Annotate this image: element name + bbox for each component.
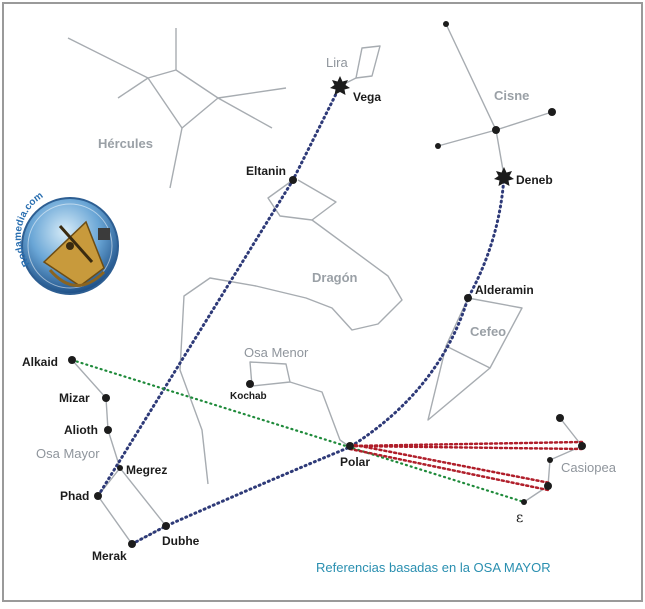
hercules-lines-5	[217, 97, 273, 129]
label-dragon: Dragón	[312, 270, 358, 285]
cefeo-lines-2	[427, 345, 491, 421]
label-vega: Vega	[353, 90, 381, 104]
star-dot	[578, 442, 586, 450]
label-osa-menor: Osa Menor	[244, 345, 309, 360]
bright-stars	[330, 76, 514, 186]
star-dot	[492, 126, 500, 134]
star-dot	[435, 143, 441, 149]
label-merak: Merak	[92, 549, 127, 563]
label-hercules: Hércules	[98, 136, 153, 151]
label-dubhe: Dubhe	[162, 534, 200, 548]
constellation-lines	[67, 23, 583, 545]
alkaid-pointer-line	[70, 358, 526, 504]
label-casiopea: Casiopea	[561, 460, 617, 475]
hercules-lines-6	[169, 127, 183, 189]
star-dot-merak	[128, 540, 136, 548]
osa-mayor-lines	[71, 359, 167, 545]
label-phad: Phad	[60, 489, 89, 503]
star-dot-mizar	[102, 394, 110, 402]
osa-menor-lines-2	[289, 381, 351, 448]
label-lira: Lira	[326, 55, 348, 70]
label-cisne: Cisne	[494, 88, 529, 103]
hercules-lines-4	[217, 87, 287, 99]
star-dots	[68, 21, 586, 548]
dragon-lines	[267, 179, 337, 221]
deneb-star-icon	[494, 167, 514, 186]
label-megrez: Megrez	[126, 463, 167, 477]
label-mizar: Mizar	[59, 391, 90, 405]
hercules-lines-7	[117, 77, 149, 99]
star-dot-phad	[94, 492, 102, 500]
casiopea-pointer-line-1	[348, 440, 584, 448]
diagram-caption: Referencias basadas en la OSA MAYOR	[316, 560, 551, 575]
label-alderamin: Alderamin	[475, 283, 534, 297]
label-epsilon: ε	[516, 510, 523, 526]
star-dot-alderamin	[464, 294, 472, 302]
polar-pointer-line	[130, 174, 506, 546]
star-dot-eltanin	[289, 176, 297, 184]
star-dot-kochab	[246, 380, 254, 388]
label-deneb: Deneb	[516, 173, 553, 187]
star-dot	[556, 414, 564, 422]
label-polar: Polar	[340, 455, 370, 469]
star-dot	[548, 108, 556, 116]
star-dot-megrez	[117, 465, 123, 471]
diagram-frame	[2, 2, 643, 602]
label-alioth: Alioth	[64, 423, 98, 437]
star-dot-dubhe	[162, 522, 170, 530]
star-dot-alioth	[104, 426, 112, 434]
star-dot	[544, 482, 552, 490]
dragon-lines-2	[179, 219, 403, 485]
star-dot	[547, 457, 553, 463]
label-kochab: Kochab	[230, 391, 267, 402]
rodamedia-logo: Rodamedia.com	[13, 190, 119, 295]
sextant-icon	[42, 220, 105, 287]
lira-lines	[355, 45, 381, 79]
star-dot-epsilon	[521, 499, 527, 505]
casiopea-pointer-line-3	[348, 442, 552, 485]
vega-star-icon	[330, 76, 350, 95]
label-alkaid: Alkaid	[22, 355, 58, 369]
star-dot	[443, 21, 449, 27]
casiopea-pointer-line-2	[348, 444, 584, 451]
label-eltanin: Eltanin	[246, 164, 286, 178]
hercules-lines	[67, 37, 149, 79]
label-cefeo: Cefeo	[470, 324, 506, 339]
casiopea-pointer-line-4	[348, 447, 550, 492]
star-dot-alkaid	[68, 356, 76, 364]
label-osa-mayor: Osa Mayor	[36, 446, 100, 461]
star-dot-polar	[346, 442, 354, 450]
